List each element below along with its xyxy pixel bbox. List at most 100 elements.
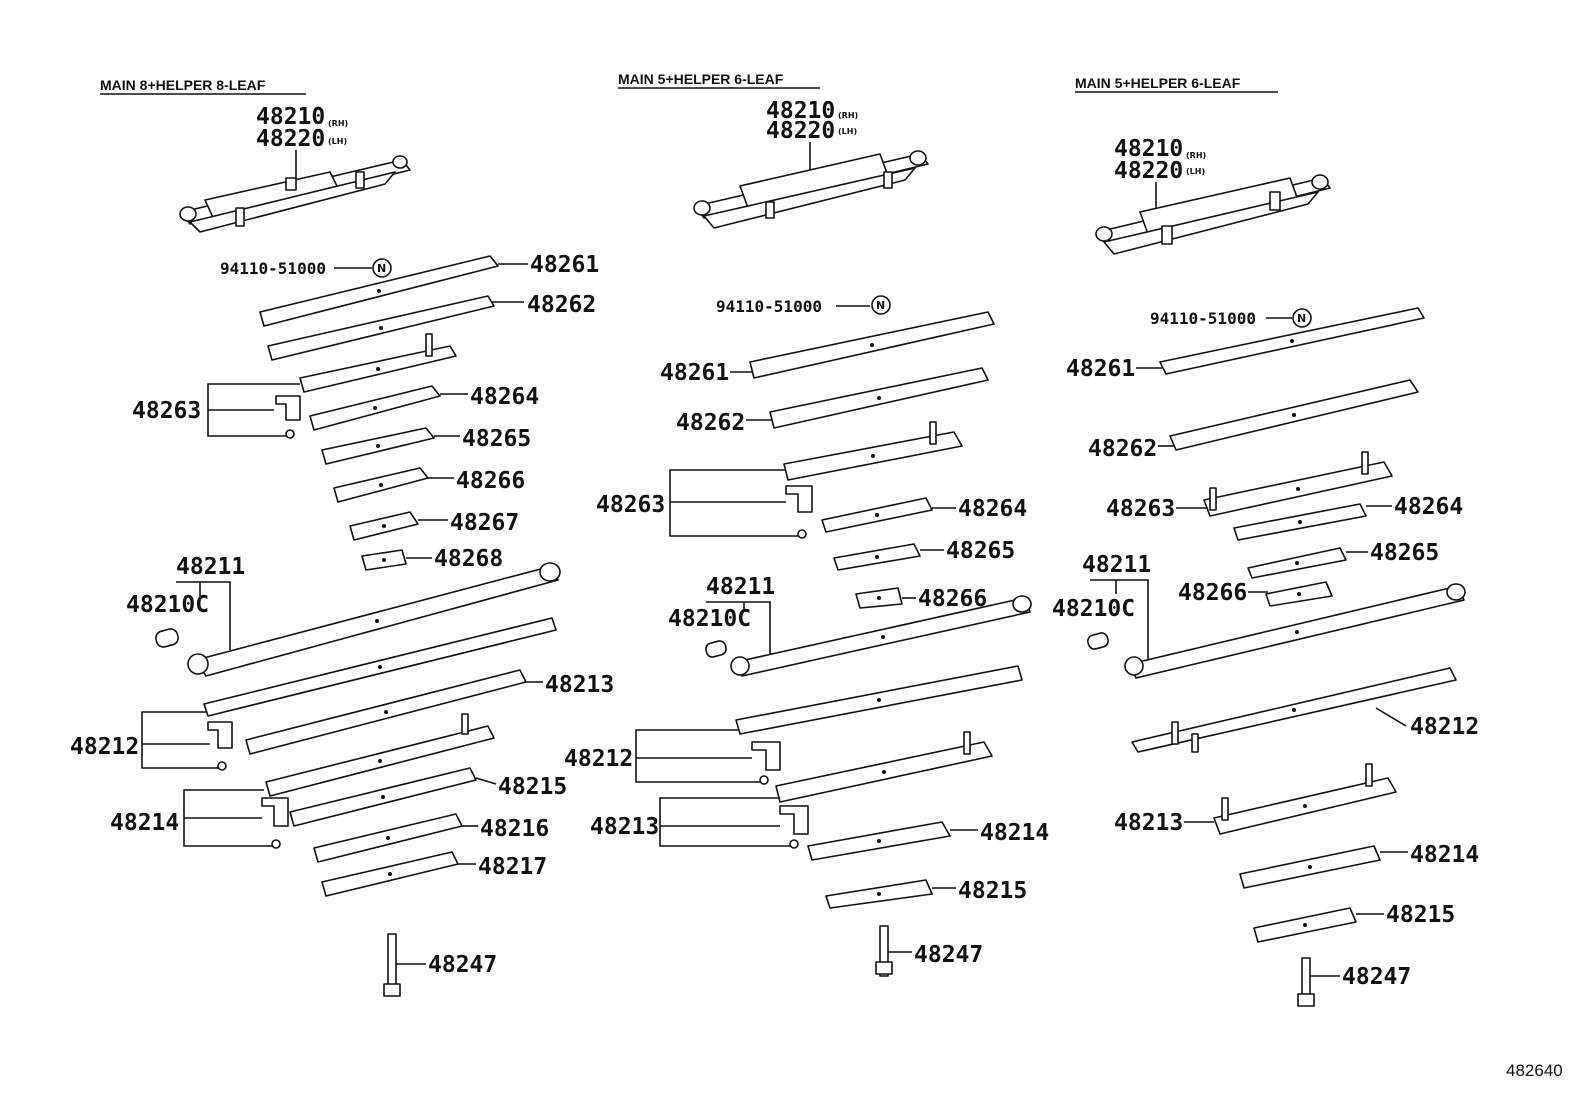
center-hole: [871, 454, 875, 458]
center-hole: [875, 513, 879, 517]
col2-label-48265: 48265: [946, 538, 1015, 564]
col1-spring-assembly: [179, 155, 411, 233]
col1-clip-48214: [261, 797, 289, 827]
center-hole: [386, 836, 390, 840]
col2-label-48212: 48212: [564, 746, 633, 772]
col1-label-48210C: 48210C: [126, 592, 209, 618]
col1-label-48216: 48216: [480, 816, 549, 842]
col2-label-48261: 48261: [660, 360, 729, 386]
center-hole: [384, 710, 388, 714]
col2-note-symbol: [871, 295, 891, 315]
center-hole: [1297, 592, 1301, 596]
col2-clip-48213: [779, 805, 809, 835]
center-hole: [1308, 865, 1312, 869]
col2-clip-48263: [785, 485, 813, 513]
center-hole: [388, 872, 392, 876]
center-hole: [1292, 413, 1296, 417]
col1-label-48268: 48268: [434, 546, 503, 572]
center-hole: [877, 839, 881, 843]
column-1: MAIN 8+HELPER 8-LEAF 48210 (RH) 48220 (L…: [70, 77, 614, 997]
col1-label-48263: 48263: [132, 398, 201, 424]
col2-label-48211: 48211: [706, 574, 775, 600]
col1-bolt-48247: [387, 933, 397, 989]
center-hole: [1292, 708, 1296, 712]
col3-label-48247: 48247: [1342, 964, 1411, 990]
column-2: MAIN 5+HELPER 6-LEAF 48210 (RH) 48220 (L…: [564, 71, 1049, 977]
col2-label-48264: 48264: [958, 496, 1027, 522]
col1-clip-bracket-48263: [275, 395, 301, 421]
col3-label-48211: 48211: [1082, 552, 1151, 578]
col1-label-48215: 48215: [498, 774, 567, 800]
col1-label-48213: 48213: [545, 672, 614, 698]
col2-label-48213: 48213: [590, 814, 659, 840]
col2-label-48247: 48247: [914, 942, 983, 968]
col3-header: MAIN 5+HELPER 6-LEAF: [1075, 75, 1241, 91]
col1-bushing-48210C: [155, 628, 179, 648]
center-hole: [1290, 339, 1294, 343]
col1-label-48212: 48212: [70, 734, 139, 760]
col2-header: MAIN 5+HELPER 6-LEAF: [618, 71, 784, 87]
center-hole: [381, 795, 385, 799]
center-hole: [373, 406, 377, 410]
col3-bushing-48210C: [1087, 632, 1109, 650]
col1-label-48267: 48267: [450, 510, 519, 536]
center-hole: [378, 759, 382, 763]
col2-label-48266: 48266: [918, 586, 987, 612]
center-hole: [376, 444, 380, 448]
col3-label-48261: 48261: [1066, 356, 1135, 382]
center-hole: [379, 483, 383, 487]
col1-asm-rh-note: (RH): [328, 119, 348, 128]
col1-label-48247: 48247: [428, 952, 497, 978]
col1-label-48265: 48265: [462, 426, 531, 452]
col3-spring-assembly: [1095, 174, 1331, 255]
center-hole: [1295, 630, 1299, 634]
col2-clip-48212: [751, 741, 781, 771]
center-hole: [877, 698, 881, 702]
center-hole: [378, 665, 382, 669]
center-hole: [1296, 487, 1300, 491]
col2-bushing-48210C: [705, 640, 727, 658]
col1-note-symbol: [372, 258, 392, 278]
col3-label-48265: 48265: [1370, 540, 1439, 566]
center-hole: [382, 524, 386, 528]
col2-asm-rh-note: (RH): [838, 111, 858, 120]
col3-label-48215: 48215: [1386, 902, 1455, 928]
col3-label-48263: 48263: [1106, 496, 1175, 522]
col2-asm-lh-note: (LH): [838, 127, 857, 136]
col1-note-symbol-text: N: [377, 262, 386, 275]
col1-label-48261: 48261: [530, 252, 599, 278]
center-hole: [382, 558, 386, 562]
col1-label-48266: 48266: [456, 468, 525, 494]
col1-asm-lh-note: (LH): [328, 137, 347, 146]
center-hole: [377, 289, 381, 293]
center-hole: [379, 326, 383, 330]
col2-label-48210C: 48210C: [668, 606, 751, 632]
col1-label-48214: 48214: [110, 810, 179, 836]
col2-bolt-48247: [879, 925, 889, 977]
col3-label-48210C: 48210C: [1052, 596, 1135, 622]
center-hole: [882, 770, 886, 774]
col3-asm-rh: 48210: [1114, 136, 1183, 162]
col3-label-48214: 48214: [1410, 842, 1479, 868]
col3-asm-lh: 48220: [1114, 158, 1183, 184]
col1-header: MAIN 8+HELPER 8-LEAF: [100, 77, 266, 93]
col2-asm-lh: 48220: [766, 118, 835, 144]
center-hole: [870, 343, 874, 347]
col3-label-48212: 48212: [1410, 714, 1479, 740]
center-hole: [877, 596, 881, 600]
col2-bolt-ref: 94110-51000: [716, 297, 822, 316]
col3-label-48213: 48213: [1114, 810, 1183, 836]
diagram-reference: 482640: [1506, 1061, 1563, 1080]
col2-asm-rh: 48210: [766, 98, 835, 124]
center-hole: [1298, 520, 1302, 524]
center-hole: [1295, 561, 1299, 565]
col1-label-48211: 48211: [176, 554, 245, 580]
col1-label-48262: 48262: [527, 292, 596, 318]
col3-bolt-ref: 94110-51000: [1150, 309, 1256, 328]
col1-asm-rh: 48210: [256, 104, 325, 130]
col1-label-48217: 48217: [478, 854, 547, 880]
col3-label-48266: 48266: [1178, 580, 1247, 606]
center-hole: [1303, 923, 1307, 927]
